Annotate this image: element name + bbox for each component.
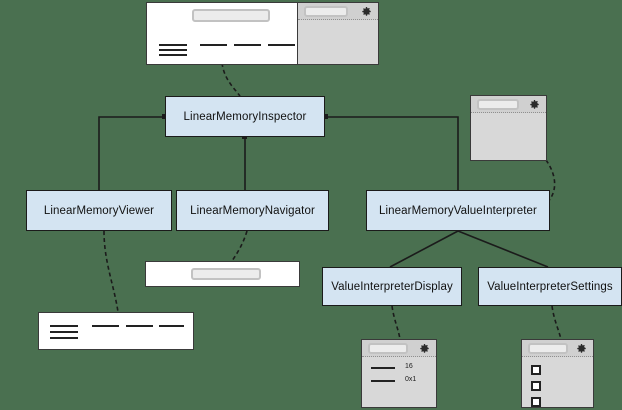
byte-group <box>234 44 261 46</box>
address-line <box>50 331 78 333</box>
edge-valueinterpreter-display <box>389 230 459 268</box>
full-inspector-mockup-main <box>147 3 335 64</box>
node-value-interpreter-display[interactable]: ValueInterpreterDisplay <box>322 267 462 306</box>
edge-dot-inspector-right <box>323 114 328 119</box>
navigator-address-input-mockup[interactable] <box>191 268 261 280</box>
edge-mockup-full-inspector <box>221 62 241 97</box>
node-label: LinearMemoryViewer <box>43 204 155 217</box>
interpreter-panel-header <box>471 96 546 113</box>
navigator-mockup <box>145 261 300 287</box>
node-linear-memory-viewer[interactable]: LinearMemoryViewer <box>26 190 172 231</box>
edge-inspector-valueinterpreter <box>325 116 459 190</box>
edge-valueinterpreter-settings <box>457 230 549 268</box>
display-search-input-mockup[interactable] <box>368 343 408 354</box>
edge-inspector-viewer <box>98 116 165 190</box>
node-label: LinearMemoryInspector <box>183 110 307 123</box>
byte-group <box>268 44 295 46</box>
value-display-mockup: 16 0x1 <box>361 339 437 408</box>
edge-dot-inspector-left <box>162 114 167 119</box>
viewer-mockup <box>38 312 194 350</box>
node-linear-memory-inspector[interactable]: LinearMemoryInspector <box>165 96 325 137</box>
address-line <box>50 325 78 327</box>
value-row-value: 0x1 <box>405 376 417 383</box>
node-linear-memory-value-interpreter[interactable]: LinearMemoryValueInterpreter <box>366 190 550 231</box>
gear-icon[interactable] <box>362 7 371 16</box>
byte-group <box>200 44 227 46</box>
value-row-value: 16 <box>405 363 413 370</box>
node-label: ValueInterpreterSettings <box>487 280 613 293</box>
value-row-mark <box>371 380 395 382</box>
byte-group <box>92 325 119 327</box>
edge-display-mockup <box>391 305 401 340</box>
side-search-input-mockup[interactable] <box>304 6 348 17</box>
byte-group <box>126 325 153 327</box>
node-linear-memory-navigator[interactable]: LinearMemoryNavigator <box>176 190 329 231</box>
address-line <box>50 337 78 339</box>
node-label: LinearMemoryNavigator <box>190 204 315 217</box>
edge-settings-mockup <box>551 305 562 340</box>
edge-navigator-mockup <box>231 230 248 262</box>
address-line <box>159 49 187 51</box>
settings-panel-header <box>522 340 593 357</box>
node-label: LinearMemoryValueInterpreter <box>379 204 537 217</box>
value-interpreter-panel-mockup <box>470 95 547 161</box>
address-line <box>159 54 187 56</box>
full-inspector-mockup-side <box>298 3 378 64</box>
value-row-mark <box>371 367 395 369</box>
side-panel-header <box>298 3 378 20</box>
settings-search-input-mockup[interactable] <box>528 343 568 354</box>
address-line <box>159 44 187 46</box>
node-label: ValueInterpreterDisplay <box>331 280 453 293</box>
value-settings-mockup <box>521 339 594 408</box>
settings-checkbox[interactable] <box>531 397 541 407</box>
full-inspector-mockup <box>146 2 379 65</box>
settings-checkbox[interactable] <box>531 381 541 391</box>
address-input-mockup[interactable] <box>192 9 270 22</box>
node-value-interpreter-settings[interactable]: ValueInterpreterSettings <box>478 267 622 306</box>
gear-icon[interactable] <box>420 344 429 353</box>
gear-icon[interactable] <box>530 100 539 109</box>
byte-group <box>159 325 184 327</box>
display-panel-header <box>362 340 436 357</box>
gear-icon[interactable] <box>577 344 586 353</box>
edge-viewer-mockup <box>103 230 119 313</box>
settings-checkbox[interactable] <box>531 365 541 375</box>
interpreter-search-input-mockup[interactable] <box>477 99 519 110</box>
